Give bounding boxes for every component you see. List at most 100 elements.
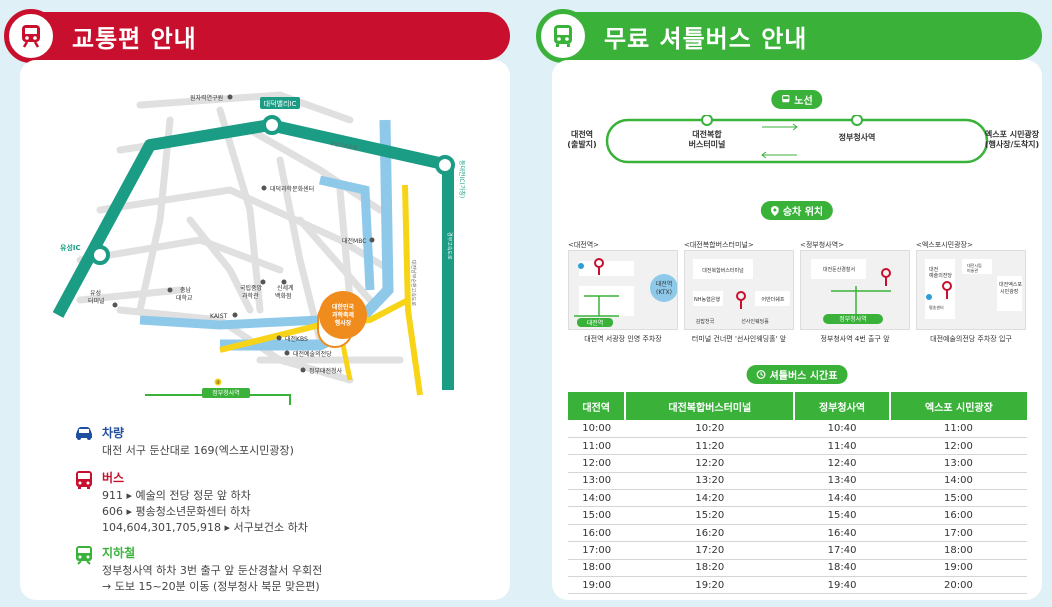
card-caption: 대전예술의전당 주차장 입구 [930, 335, 1012, 343]
card-label: <정부청사역> [800, 241, 844, 249]
svg-text:시민광장: 시민광장 [1000, 288, 1019, 295]
svg-text:행사장: 행사장 [335, 319, 352, 327]
map-label-chungnam-univ: 충남 [180, 286, 192, 294]
svg-text:예술의전당: 예술의전당 [929, 272, 952, 279]
card-label: <대전역> [568, 241, 600, 249]
table-cell: 17:20 [625, 541, 795, 560]
table-cell: 14:00 [889, 472, 1027, 491]
card-map: 대전둔산경찰서 정부청사역 [800, 250, 910, 330]
card-caption: 터미널 건너편 '선사인웨딩홀' 앞 [691, 335, 787, 343]
table-cell: 18:40 [794, 559, 890, 578]
table-cell: 18:00 [889, 541, 1027, 560]
table-cell: 19:20 [625, 576, 795, 595]
card-map: 대전 예술의전당 대전시립 미술관 대전엑스포 시민광장 평송센터 [916, 250, 1026, 330]
route-start: 대전역 [571, 129, 593, 139]
map-label-yuseong-terminal: 유성 [90, 289, 101, 297]
map-label-honam: 호남고속도로 [330, 140, 359, 152]
card-tag: 정부청사역 [839, 315, 867, 323]
table-cell: 15:20 [625, 506, 795, 525]
route-stop-terminal: 대전복합 [692, 129, 722, 139]
table-cell: 14:00 [568, 489, 626, 508]
card-tag: 대전둔산경찰서 [823, 266, 855, 273]
car-icon [74, 425, 94, 445]
map-label-kbs: 대전KBS [285, 335, 308, 343]
map-label-culture-center: 대덕과학문화센터 [270, 185, 314, 193]
card-tag: 대전역 [656, 280, 673, 288]
map-label-gov-complex: 정부대전청사 [309, 367, 343, 375]
map-label-kaist: KAIST [210, 313, 228, 320]
table-cell: 19:00 [889, 559, 1027, 578]
table-cell: 20:00 [889, 576, 1027, 595]
bus-icon [782, 95, 790, 103]
ic-marker [435, 155, 455, 175]
table-cell: 12:00 [568, 454, 626, 473]
station-number: ③ [216, 380, 220, 386]
svg-text:터미널: 터미널 [88, 297, 105, 305]
subway-line: → 도보 15~20분 이동 (정부청사 북문 맞은편) [102, 580, 320, 593]
ic-marker [262, 115, 282, 135]
table-cell: 15:00 [568, 506, 626, 525]
subway-icon [74, 545, 94, 569]
subway-title: 지하철 [102, 546, 136, 560]
table-cell: 11:00 [889, 420, 1027, 438]
map-label-daedeok-ic: 대덕밸리IC [264, 99, 297, 108]
card-caption: 정부청사역 4번 출구 앞 [820, 335, 890, 343]
card-tag: 평송센터 [929, 304, 944, 310]
card-map: 대전역 (KTX) 대전역 [568, 250, 678, 330]
svg-text:과학축제: 과학축제 [332, 311, 355, 319]
ic-marker [90, 245, 110, 265]
table-cell: 10:40 [794, 420, 890, 438]
bus-line: 104,604,301,705,918 ▸ 서구보건소 하차 [102, 521, 308, 534]
svg-text:대학교: 대학교 [176, 294, 193, 302]
table-cell: 19:00 [568, 576, 626, 595]
table-cell: 15:00 [889, 489, 1027, 508]
venue-marker: 대한민국 과학축제 행사장 [317, 291, 367, 348]
map-label-reactor: 원자력연구원 [190, 94, 223, 102]
card-tag: 대전역 [587, 319, 604, 327]
bus-icon [536, 9, 590, 63]
table-cell: 19:40 [794, 576, 890, 595]
card-tag: 대전엑스포 [999, 281, 1022, 288]
traffic-panel: 대덕밸리IC 유성IC 동대전IC(가칭) 경부고속도로 호남고속도로 대전남부… [20, 60, 510, 600]
svg-text:버스터미널: 버스터미널 [689, 139, 726, 149]
boarding-pill-label: 승차 위치 [782, 207, 824, 218]
map-label-shinsegae: 신세계 [277, 284, 294, 292]
table-cell: 15:40 [794, 506, 890, 525]
table-cell: 16:20 [625, 524, 795, 543]
table-cell: 11:20 [625, 437, 795, 456]
table-cell: 17:40 [794, 541, 890, 560]
timetable-pill-label: 셔틀버스 시간표 [769, 371, 838, 382]
car-info: 차량 대전 서구 둔산대로 169(엑스포시민광장) [102, 425, 294, 459]
table-cell: 10:00 [568, 420, 626, 438]
card-label: <대전복합버스터미널> [684, 241, 754, 249]
table-cell: 16:40 [794, 524, 890, 543]
svg-text:미술관: 미술관 [967, 267, 978, 273]
map-label-art-center: 대전예술의전당 [293, 350, 332, 358]
card-tag: 대전시립 [967, 262, 982, 268]
map-label-east-ic: 동대전IC(가칭) [458, 160, 466, 198]
boarding-card-gov-station: <정부청사역> 대전둔산경찰서 정부청사역 정부청사역 4번 출구 앞 [800, 240, 910, 344]
card-caption: 대전역 서광장 인영 주차장 [584, 335, 662, 343]
boarding-pill: 승차 위치 [760, 201, 834, 220]
table-cell: 18:00 [568, 559, 626, 578]
table-cell: 14:20 [625, 489, 795, 508]
subway-info: 지하철 정부청사역 하차 3번 출구 앞 둔산경찰서 우회전 → 도보 15~2… [102, 545, 322, 595]
map-label-yuseong-ic: 유성IC [60, 243, 81, 252]
boarding-card-daejeon-station: <대전역> 대전역 (KTX) 대전역 대전역 서광장 인영 주차장 [568, 240, 678, 344]
subway-line: 정부청사역 하차 3번 출구 앞 둔산경찰서 우회전 [102, 564, 323, 577]
bus-title: 버스 [102, 471, 125, 485]
boarding-card-terminal: <대전복합버스터미널> 대전복합버스터미널 NH농협은행 어반더쉐프 김밥천국 … [684, 240, 794, 344]
card-tag: NH농협은행 [694, 296, 720, 303]
card-tag: 대전복합버스터미널 [702, 267, 744, 274]
car-address: 대전 서구 둔산대로 169(엑스포시민광장) [102, 444, 294, 457]
timetable-header: 대전복합버스터미널 [625, 392, 796, 420]
card-tag: 대전 [929, 266, 939, 273]
